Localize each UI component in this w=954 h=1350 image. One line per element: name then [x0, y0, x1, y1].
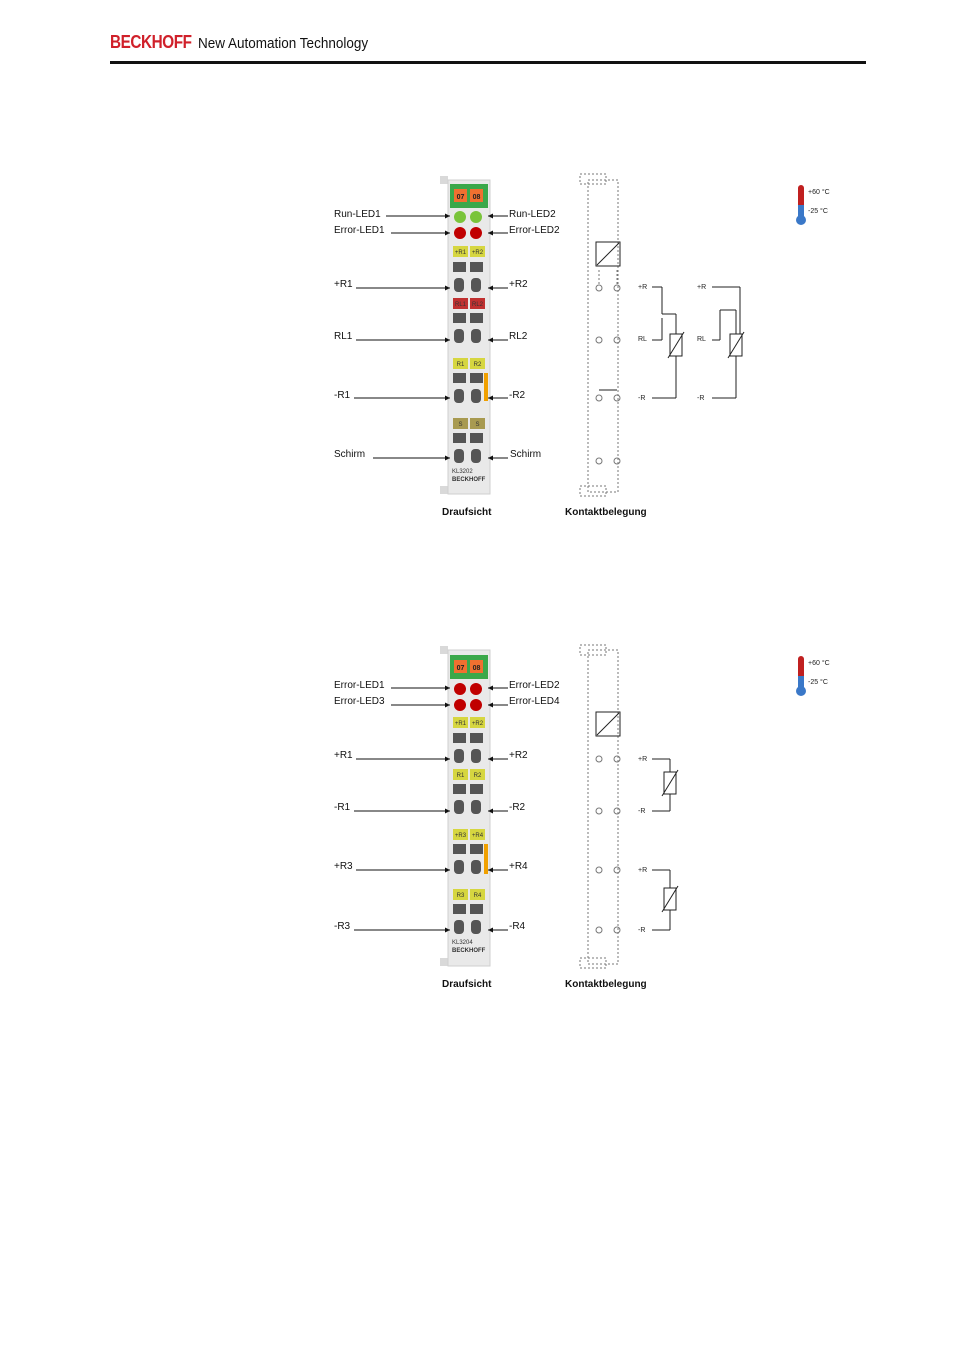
- contact-diagram: [579, 644, 621, 969]
- caption-top-view: Draufsicht: [442, 979, 492, 990]
- callout-label: Error-LED3: [334, 696, 385, 707]
- block-label: +R3: [455, 833, 467, 839]
- thermometer-icon: [796, 656, 806, 696]
- error-led-1: [454, 683, 466, 695]
- callout-label: +R2: [509, 279, 528, 290]
- wire-label: -R: [697, 395, 704, 402]
- block-label: +R1: [455, 721, 467, 727]
- error-led-2: [470, 683, 482, 695]
- temp-low: -25 °C: [808, 207, 828, 215]
- callout-label: +R1: [334, 750, 353, 761]
- header-tagline: New Automation Technology: [198, 35, 369, 52]
- wire-label: RL: [638, 336, 647, 343]
- callout-label: Schirm: [510, 449, 541, 460]
- callout-label: Error-LED4: [509, 696, 560, 707]
- block-label: R2: [474, 362, 482, 368]
- caption-contact-assignment: Kontaktbelegung: [565, 979, 647, 990]
- left-callouts: Error-LED1 Error-LED3 +R1 -R1 +R3 -R3: [334, 680, 450, 933]
- temp-low: -25 °C: [808, 678, 828, 686]
- wire-label: -R: [638, 808, 645, 815]
- caption-contact-assignment: Kontaktbelegung: [565, 507, 647, 518]
- callout-label: Error-LED2: [509, 680, 560, 691]
- block-label: RL1: [455, 302, 467, 308]
- model-label: KL3202: [452, 469, 473, 475]
- block-label: S: [458, 422, 462, 428]
- callout-label: RL2: [509, 331, 528, 342]
- block-label: S: [475, 422, 479, 428]
- led-number: 08: [473, 665, 481, 672]
- callout-label: -R2: [509, 390, 526, 401]
- temp-high: +60 °C: [808, 659, 830, 667]
- callout-label: Error-LED2: [509, 225, 560, 236]
- callout-label: Error-LED1: [334, 680, 385, 691]
- callout-label: Run-LED1: [334, 209, 381, 220]
- error-led-1: [454, 227, 466, 239]
- header-rule: [110, 61, 866, 64]
- right-callouts: Error-LED2 Error-LED4 +R2 -R2 +R4 -R4: [488, 680, 560, 933]
- callout-label: +R1: [334, 279, 353, 290]
- wire-label: RL: [697, 336, 706, 343]
- run-led-1: [454, 211, 466, 223]
- wire-label: +R: [638, 756, 647, 763]
- wire-label: +R: [638, 867, 647, 874]
- callout-label: Error-LED1: [334, 225, 385, 236]
- led-number: 08: [473, 194, 481, 201]
- figure-kl3202: 07 08 +R1 +R2 RL1 RL2 R1 R2 S S: [334, 173, 830, 518]
- callout-label: +R3: [334, 861, 353, 872]
- error-led-2: [470, 227, 482, 239]
- run-led-2: [470, 211, 482, 223]
- error-led-4: [470, 699, 482, 711]
- callout-label: -R4: [509, 921, 526, 932]
- block-label: R1: [457, 362, 465, 368]
- wire-label: +R: [638, 284, 647, 291]
- block-label: R4: [474, 893, 482, 899]
- led-number: 07: [457, 665, 465, 672]
- terminal-body: 07 08 +R1 +R2 R1 R2 +R3 +R4 R3 R4: [440, 646, 491, 967]
- led-number: 07: [457, 194, 465, 201]
- thermometer-icon: [796, 185, 806, 225]
- left-callouts: Run-LED1 Error-LED1 +R1 RL1 -R1 Schirm: [334, 209, 450, 461]
- callout-label: Run-LED2: [509, 209, 556, 220]
- model-label: KL3204: [452, 940, 473, 946]
- wiring-schematic: [652, 758, 679, 931]
- callout-label: Schirm: [334, 449, 365, 460]
- callout-label: -R2: [509, 802, 526, 813]
- error-led-3: [454, 699, 466, 711]
- caption-top-view: Draufsicht: [442, 507, 492, 518]
- callout-label: -R1: [334, 802, 351, 813]
- figure-kl3204: 07 08 +R1 +R2 R1 R2 +R3 +R4 R3 R4: [334, 644, 830, 990]
- page-header: BECKHOFF New Automation Technology: [110, 32, 866, 62]
- block-label: RL2: [472, 302, 484, 308]
- callout-label: RL1: [334, 331, 353, 342]
- maker-label: BECKHOFF: [452, 477, 486, 483]
- block-label: +R2: [472, 721, 484, 727]
- maker-label: BECKHOFF: [452, 948, 486, 954]
- wire-label: -R: [638, 927, 645, 934]
- block-label: +R4: [472, 833, 484, 839]
- callout-label: -R1: [334, 390, 351, 401]
- temp-high: +60 °C: [808, 188, 830, 196]
- wiring-schematic: [652, 286, 745, 399]
- right-callouts: Run-LED2 Error-LED2 +R2 RL2 -R2 Schirm: [488, 209, 560, 461]
- wire-label: -R: [638, 395, 645, 402]
- callout-label: +R2: [509, 750, 528, 761]
- contact-diagram: [579, 173, 621, 497]
- terminal-body: 07 08 +R1 +R2 RL1 RL2 R1 R2 S S: [440, 176, 491, 495]
- block-label: +R1: [455, 250, 467, 256]
- callout-label: -R3: [334, 921, 351, 932]
- block-label: R2: [474, 773, 482, 779]
- wire-label: +R: [697, 284, 706, 291]
- block-label: R3: [457, 893, 465, 899]
- callout-label: +R4: [509, 861, 528, 872]
- block-label: R1: [457, 773, 465, 779]
- block-label: +R2: [472, 250, 484, 256]
- beckhoff-logo: BECKHOFF: [110, 32, 192, 52]
